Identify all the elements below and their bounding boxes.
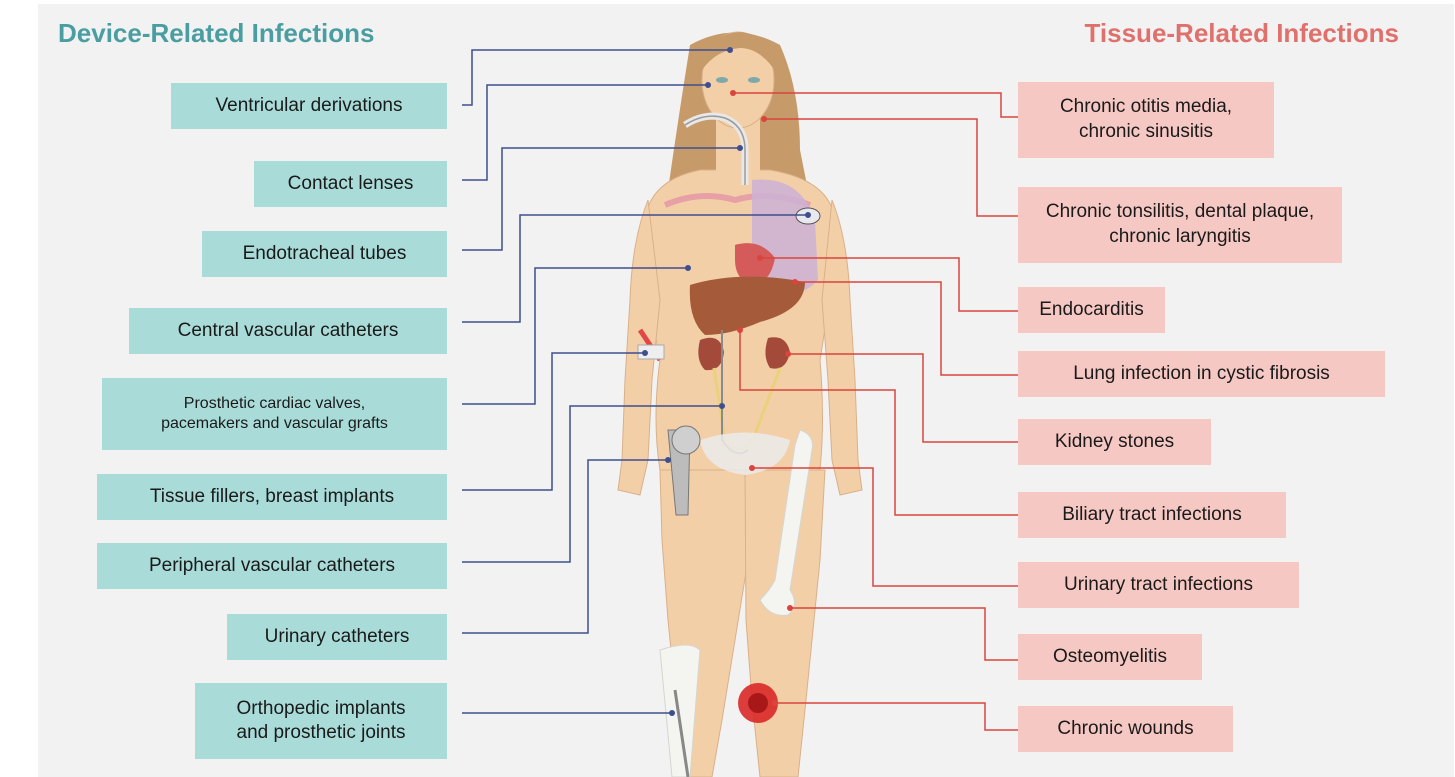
tissue-label: Chronic otitis media, chronic sinusitis: [1018, 82, 1274, 158]
device-label: Orthopedic implants and prosthetic joint…: [195, 683, 447, 759]
eye-right: [748, 77, 760, 83]
tissue-label: Lung infection in cystic fibrosis: [1018, 351, 1385, 397]
device-heading: Device-Related Infections: [58, 18, 374, 49]
tissue-label: Chronic tonsilitis, dental plaque, chron…: [1018, 187, 1342, 263]
device-label: Tissue fillers, breast implants: [97, 474, 447, 520]
human-body-figure: [618, 32, 862, 777]
tissue-label: Chronic wounds: [1018, 706, 1233, 752]
eye-left: [716, 77, 728, 83]
device-label: Endotracheal tubes: [202, 231, 447, 277]
tissue-label: Urinary tract infections: [1018, 562, 1299, 608]
device-label: Urinary catheters: [227, 614, 447, 660]
device-label: Central vascular catheters: [129, 308, 447, 354]
device-label: Prosthetic cardiac valves, pacemakers an…: [102, 378, 447, 450]
tissue-label: Biliary tract infections: [1018, 492, 1286, 538]
device-label: Peripheral vascular catheters: [97, 543, 447, 589]
tissue-label: Kidney stones: [1018, 419, 1211, 465]
device-label: Contact lenses: [254, 161, 447, 207]
tissue-heading: Tissue-Related Infections: [1085, 18, 1400, 49]
tissue-label: Osteomyelitis: [1018, 634, 1202, 680]
tissue-label: Endocarditis: [1018, 287, 1165, 333]
right-arm: [822, 200, 862, 495]
device-label: Ventricular derivations: [171, 83, 447, 129]
